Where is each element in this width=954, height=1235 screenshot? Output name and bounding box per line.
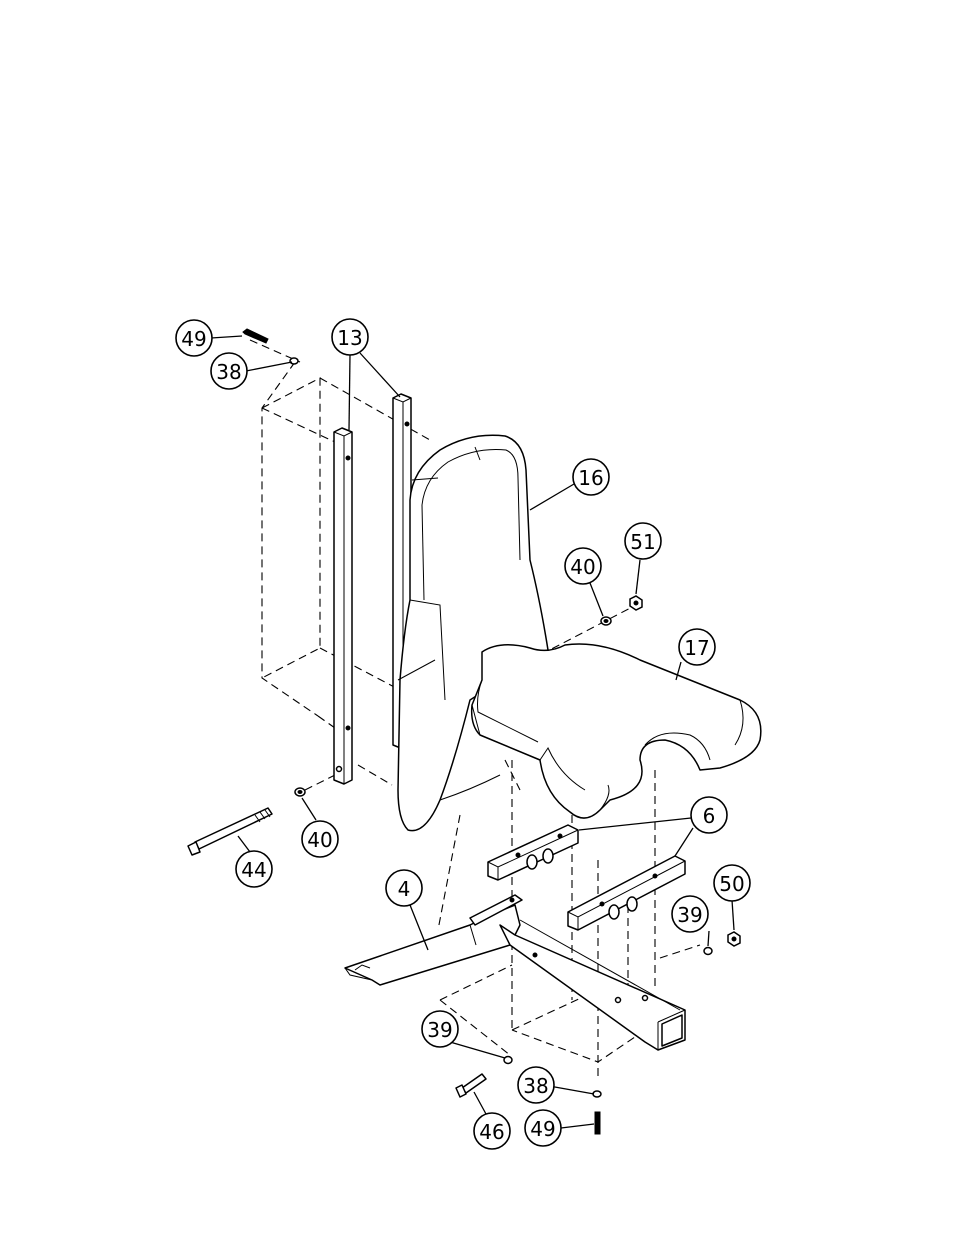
callout-49-top: 49 (176, 320, 212, 356)
callout-38-bottom: 38 (518, 1067, 554, 1103)
callout-label: 17 (684, 636, 709, 660)
bolt-46 (456, 1074, 486, 1097)
callout-label: 49 (181, 327, 206, 351)
washer-38-bottom (593, 1091, 601, 1097)
seat-bracket-front (488, 825, 578, 880)
callout-40-left: 40 (302, 821, 338, 857)
bolt-49-top (243, 329, 268, 343)
washer-39-right (704, 948, 712, 955)
back-pad (398, 435, 548, 830)
washer-39-bottom (504, 1057, 512, 1064)
upright-tube-left (334, 428, 352, 784)
washer-40-left (295, 788, 305, 796)
callout-label: 40 (570, 555, 595, 579)
callout-label: 38 (216, 360, 241, 384)
callout-label: 4 (398, 877, 411, 901)
callout-label: 50 (719, 872, 744, 896)
callout-4: 4 (386, 870, 422, 906)
callout-49-bottom: 49 (525, 1110, 561, 1146)
callout-13: 13 (332, 319, 368, 355)
bolt-44 (188, 808, 272, 855)
callout-50: 50 (714, 865, 750, 901)
callout-46: 46 (474, 1113, 510, 1149)
callout-51: 51 (625, 523, 661, 559)
callout-label: 49 (530, 1117, 555, 1141)
bolt-49-bottom (595, 1112, 600, 1134)
callout-label: 38 (523, 1074, 548, 1098)
callout-38-top: 38 (211, 353, 247, 389)
seat-bracket-rear (568, 856, 685, 930)
base-frame (345, 895, 685, 1050)
callout-label: 51 (630, 530, 655, 554)
callout-16: 16 (573, 459, 609, 495)
callout-label: 39 (677, 903, 702, 927)
callout-6: 6 (691, 797, 727, 833)
nut-51 (630, 596, 642, 610)
callout-40-right: 40 (565, 548, 601, 584)
callout-label: 40 (307, 828, 332, 852)
callout-44: 44 (236, 851, 272, 887)
nut-50 (728, 932, 740, 946)
washer-38-top (290, 358, 298, 364)
callout-39-right: 39 (672, 896, 708, 932)
callout-17: 17 (679, 629, 715, 665)
callout-label: 16 (578, 466, 603, 490)
callout-label: 39 (427, 1018, 452, 1042)
callout-label: 6 (703, 804, 716, 828)
callout-label: 46 (479, 1120, 504, 1144)
callout-label: 44 (241, 858, 266, 882)
seat-pad (472, 644, 761, 818)
callout-label: 13 (337, 326, 362, 350)
callout-39-bottom: 39 (422, 1011, 458, 1047)
washer-40-right (601, 617, 611, 625)
